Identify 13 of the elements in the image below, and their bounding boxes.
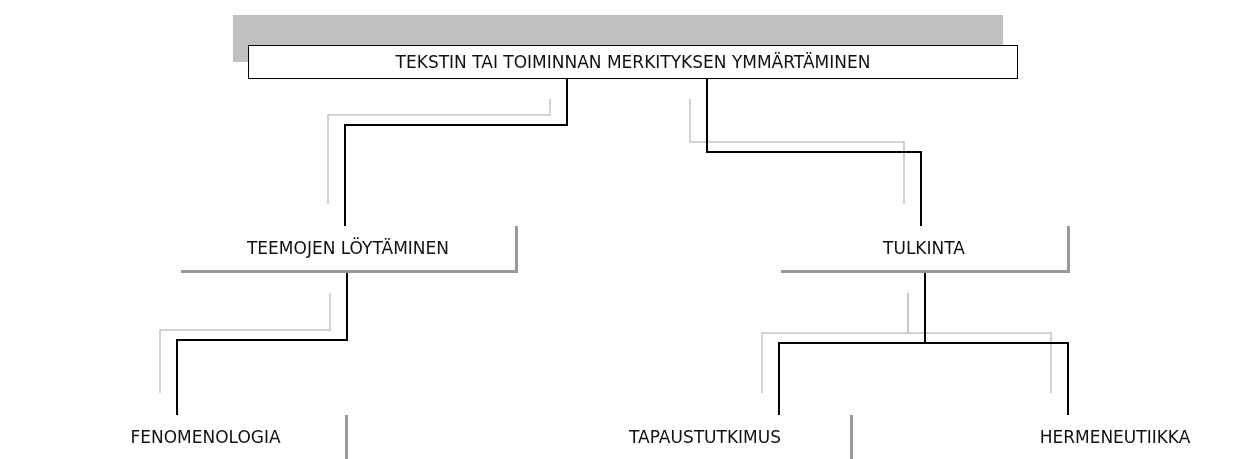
- connector-line: [924, 272, 1069, 416]
- connector-line: [176, 272, 348, 416]
- node-label: FENOMENOLOGIA: [130, 427, 281, 447]
- title-box: [248, 45, 1018, 79]
- node-label: TAPAUSTUTKIMUS: [629, 427, 781, 447]
- heading-box: [181, 226, 518, 273]
- connector-line: [706, 78, 922, 227]
- node-label: HERMENEUTIIKKA: [1039, 427, 1191, 447]
- connector-line: [344, 78, 568, 227]
- node-label: TEKSTIN TAI TOIMINNAN MERKITYKSEN YMMÄRTÄMINEN: [395, 52, 871, 72]
- heading-box: [781, 226, 1070, 273]
- node-label: TEEMOJEN LÖYTÄMINEN: [246, 238, 449, 258]
- node-label: TULKINTA: [883, 238, 965, 258]
